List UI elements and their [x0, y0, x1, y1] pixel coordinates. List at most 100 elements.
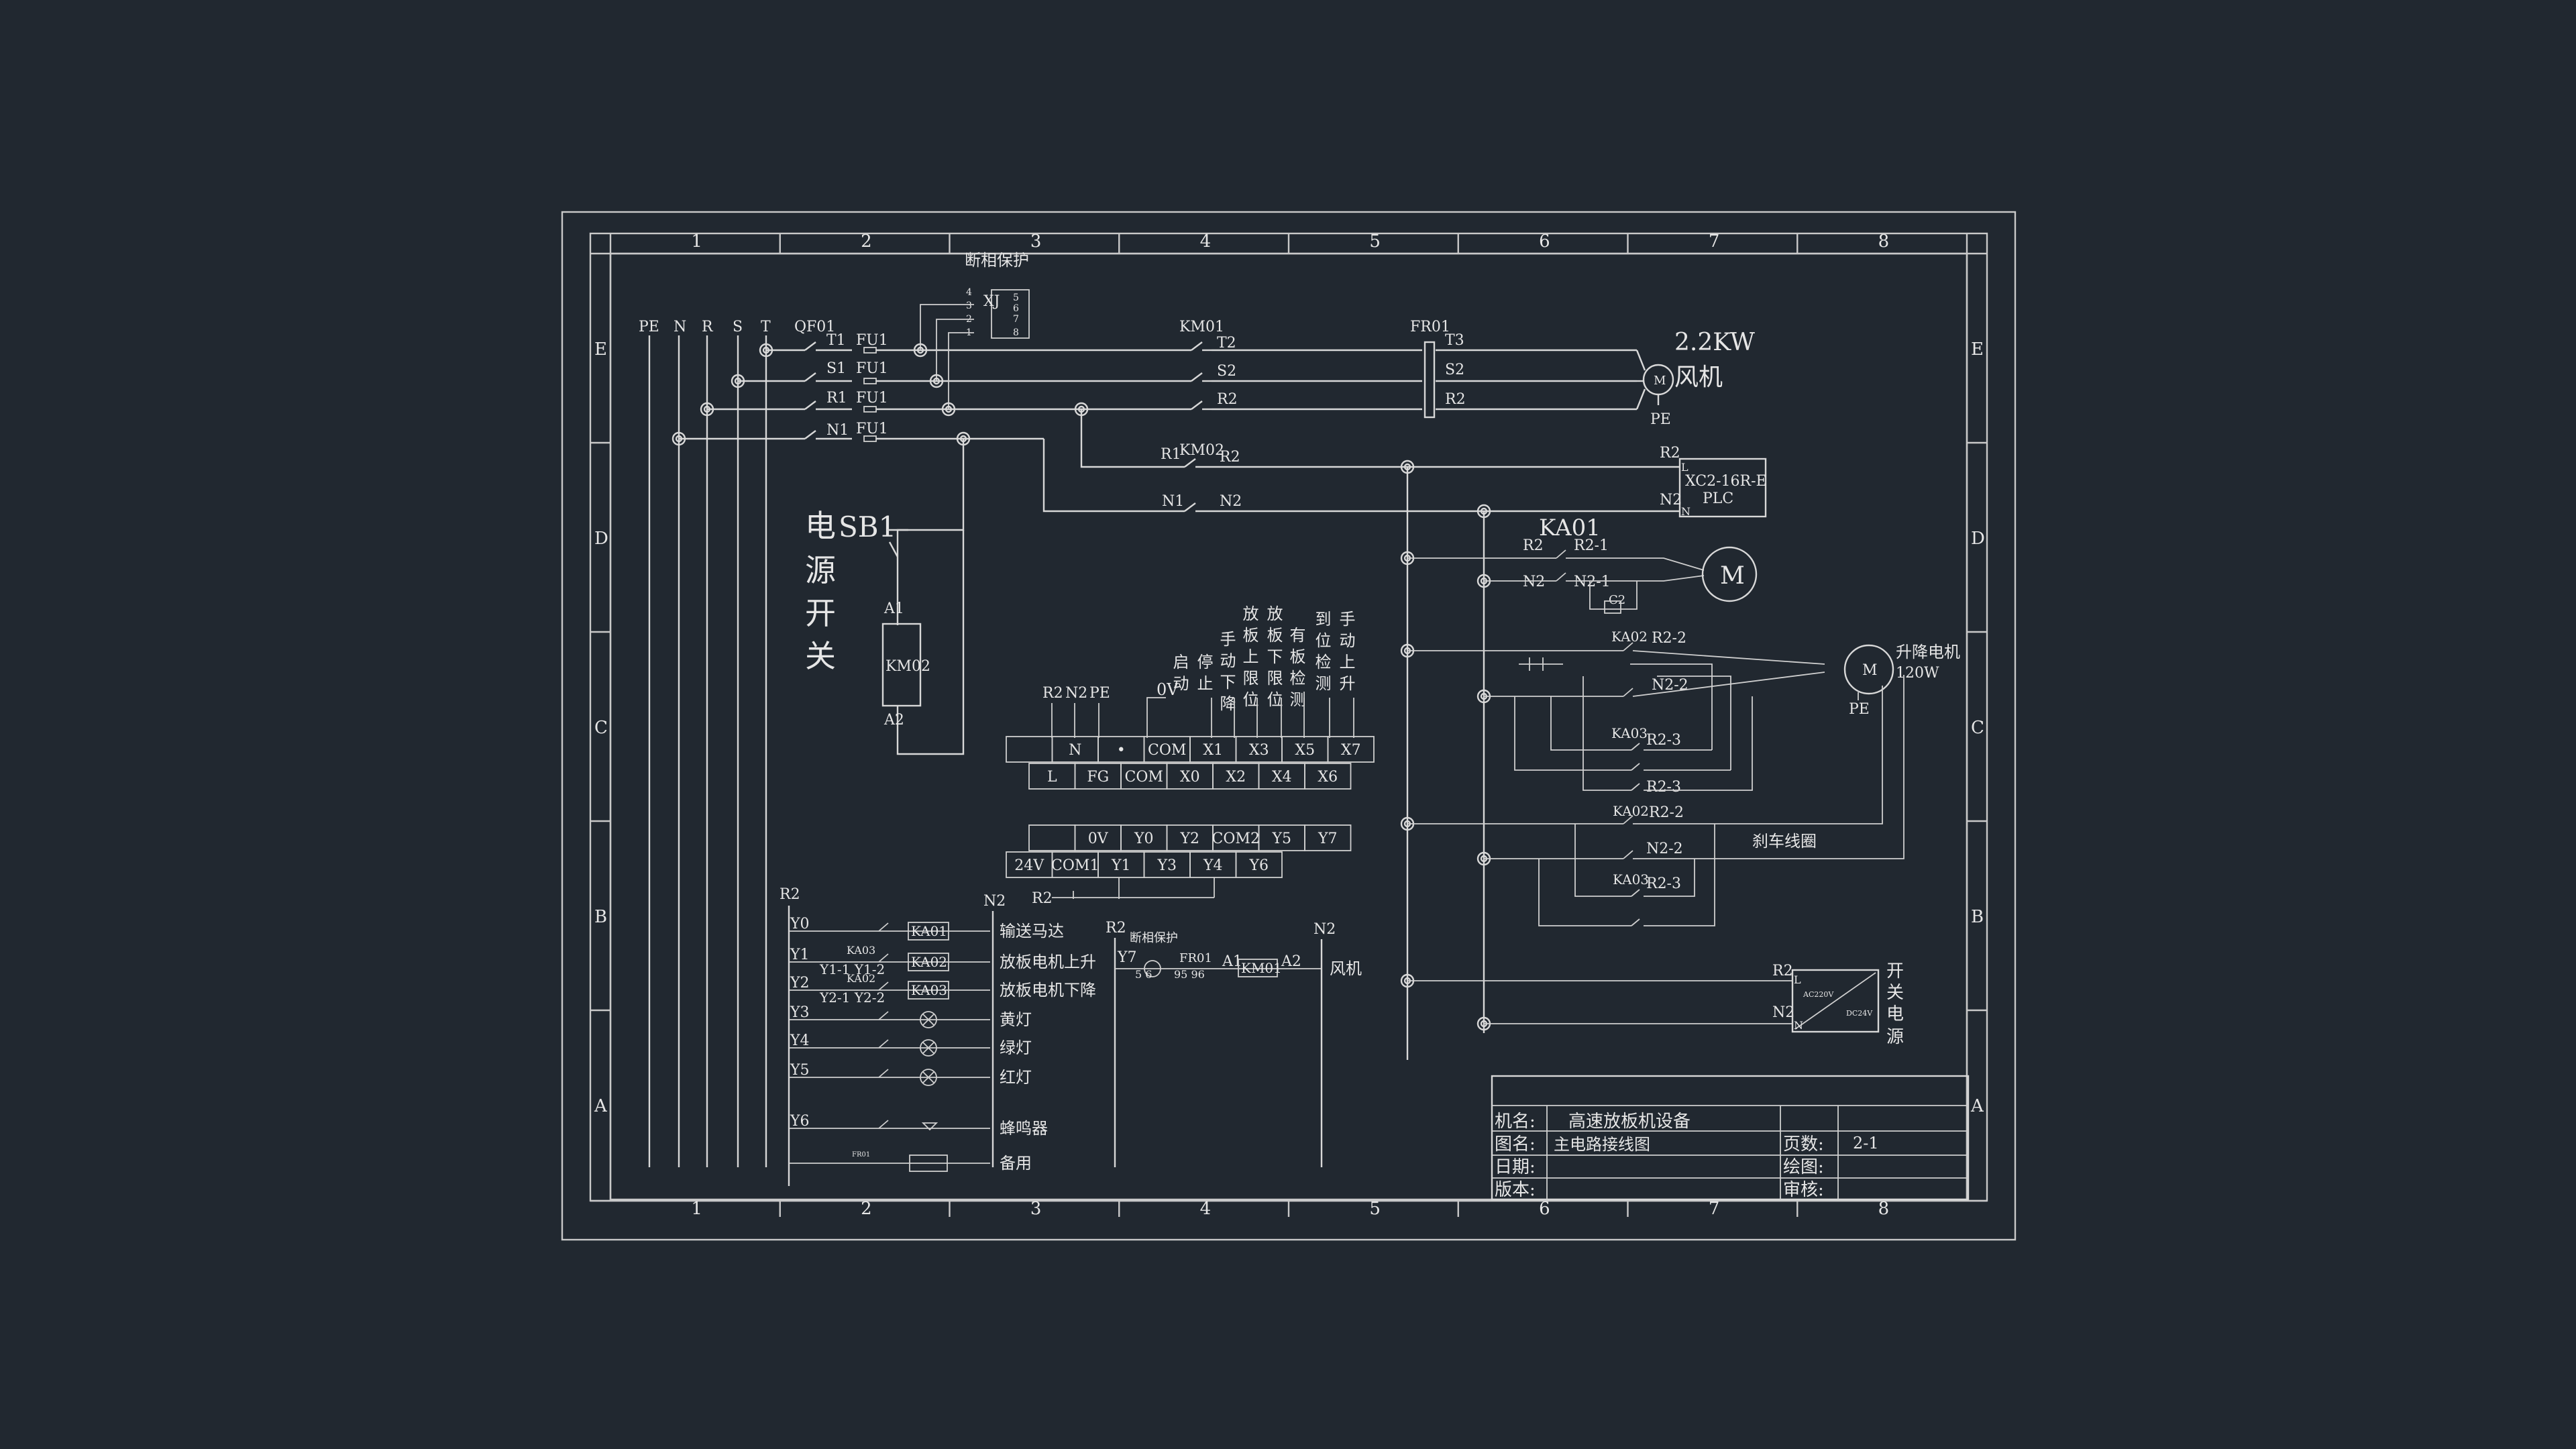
rail-label-pe: PE — [639, 319, 659, 335]
xj-label: XJ — [983, 293, 1000, 310]
rail-label-s: S — [733, 319, 743, 335]
lift-motor-name: 升降电机 — [1896, 643, 1960, 661]
plc-terminals: R2 N2 PE 0V启动停止手动下降放板上限位放板下限位有板检测到位检测手动上… — [1006, 605, 1375, 907]
psu-diagonal — [1794, 972, 1876, 1030]
plc-in-bottom-label: FG — [1087, 769, 1109, 786]
ka01-n2: N2 — [1523, 574, 1545, 590]
col-marker: 4 — [1200, 1199, 1212, 1219]
branch-r1: R1 — [1161, 446, 1181, 463]
fan-rung-a1: A1 — [1222, 953, 1242, 970]
psu-label-2: 关 — [1886, 983, 1904, 1003]
row-marker: A — [1970, 1096, 1984, 1116]
rung-coil — [908, 953, 949, 971]
plc-top-n2: N2 — [1065, 685, 1087, 702]
plc-input-label: 手动上升 — [1336, 610, 1355, 696]
qf01-label: QF01 — [794, 319, 835, 335]
fan-rung-r2: R2 — [1106, 920, 1126, 936]
sb1-title-1: 电 — [805, 508, 836, 544]
row-marker: A — [594, 1096, 608, 1116]
plc-input-label: 停止 — [1194, 653, 1213, 696]
plc-in-top-label: • — [1117, 742, 1126, 759]
plc-r2: R2 — [1660, 445, 1680, 462]
plc-n2: N2 — [1660, 492, 1682, 508]
rung-tag: Y5 — [790, 1062, 810, 1079]
plc-out-top-label: 0V — [1088, 830, 1109, 847]
plc-out-bottom-label: Y6 — [1248, 857, 1269, 874]
psu-label-4: 源 — [1886, 1027, 1904, 1047]
lift-motor-pe: PE — [1849, 701, 1870, 718]
fr01-label: FR01 — [1410, 319, 1450, 335]
rung-contact — [878, 1039, 889, 1049]
rung-tag: Y0 — [790, 916, 810, 932]
title-block-frame — [1491, 1075, 1970, 1201]
svg-text:3: 3 — [966, 301, 972, 311]
plc-in-bottom-label: L — [1047, 769, 1057, 786]
plc-input-label: 启动 — [1170, 653, 1189, 696]
plc-out-top-cell — [1304, 824, 1352, 851]
tb-review-label: 审核: — [1783, 1180, 1824, 1200]
row-marker: D — [594, 529, 608, 549]
col-marker: 6 — [1539, 231, 1550, 252]
branch-n2: N2 — [1220, 493, 1242, 510]
plc-in-bottom-label: X4 — [1272, 769, 1292, 786]
plc-in-top-label: X7 — [1341, 742, 1361, 759]
rung-name: 输送马达 — [1000, 922, 1064, 941]
row-marker: C — [594, 718, 608, 738]
plc-input-label: 放板下限位 — [1264, 605, 1283, 712]
rung-name: 放板电机下降 — [1000, 981, 1096, 1000]
ka01-wiring — [1407, 549, 1705, 614]
plc-input-0v: 0V — [1157, 680, 1179, 699]
ka01-c2: C2 — [1609, 593, 1625, 607]
col-marker: 8 — [1878, 1199, 1890, 1219]
tap-nodes — [672, 343, 773, 446]
plc-in-top-label: X5 — [1295, 742, 1315, 759]
plc-in-top-label: N — [1069, 742, 1081, 759]
brake-ka02: KA02 — [1613, 803, 1649, 819]
rail-taps — [679, 349, 805, 440]
svg-text:4: 4 — [966, 287, 972, 298]
lift-n2-2: N2-2 — [1652, 677, 1688, 694]
rung-coil — [908, 981, 949, 1000]
fan-rung-coil-label: KM01 — [1241, 960, 1282, 976]
plc-in-bottom-label: X6 — [1318, 769, 1338, 786]
rung-tag: Y1 — [790, 947, 810, 963]
km01-contacts — [1191, 341, 1212, 411]
psu-ac: AC220V — [1803, 990, 1834, 999]
rail-label-r: R — [702, 319, 714, 335]
label-t2: T2 — [1217, 335, 1236, 352]
fan-rung-contact — [1144, 960, 1161, 977]
brake-n2-2: N2-2 — [1646, 841, 1683, 857]
fan-rung-fr01: FR01 — [1179, 951, 1212, 965]
rung-name: 蜂鸣器 — [1000, 1119, 1048, 1138]
ladder-n2: N2 — [983, 893, 1006, 910]
psu-label-3: 电 — [1886, 1004, 1904, 1024]
rung-interlock-pins: Y2-1 Y2-2 — [819, 989, 885, 1006]
plc-out-bottom-label: COM1 — [1051, 857, 1099, 874]
plc-text: PLC — [1703, 490, 1733, 507]
plc-out-bottom-label: Y1 — [1111, 857, 1131, 874]
brake-r2-2: R2-2 — [1649, 804, 1684, 821]
main-lines — [876, 349, 1646, 440]
plc-n: N — [1681, 505, 1690, 518]
lift-motor-power: 120W — [1896, 665, 1939, 682]
rung-interlock-pins: Y1-1 Y1-2 — [819, 961, 885, 977]
col-marker: 5 — [1369, 231, 1381, 252]
drawing-area-border — [609, 252, 1968, 1201]
sb1-a2: A2 — [883, 712, 904, 729]
rung-interlock: KA03 — [847, 944, 875, 957]
col-marker: 3 — [1030, 1199, 1042, 1219]
col-marker: 3 — [1030, 231, 1042, 252]
fan-rung-y7: Y7 — [1117, 949, 1137, 966]
ka01-n2-1: N2-1 — [1574, 574, 1611, 590]
rung-fuse-label: FR01 — [852, 1151, 870, 1159]
psu-r2: R2 — [1772, 963, 1793, 979]
rung-tag: Y3 — [790, 1004, 810, 1021]
col-marker: 6 — [1539, 1199, 1550, 1219]
label-r2: R2 — [1217, 391, 1238, 408]
